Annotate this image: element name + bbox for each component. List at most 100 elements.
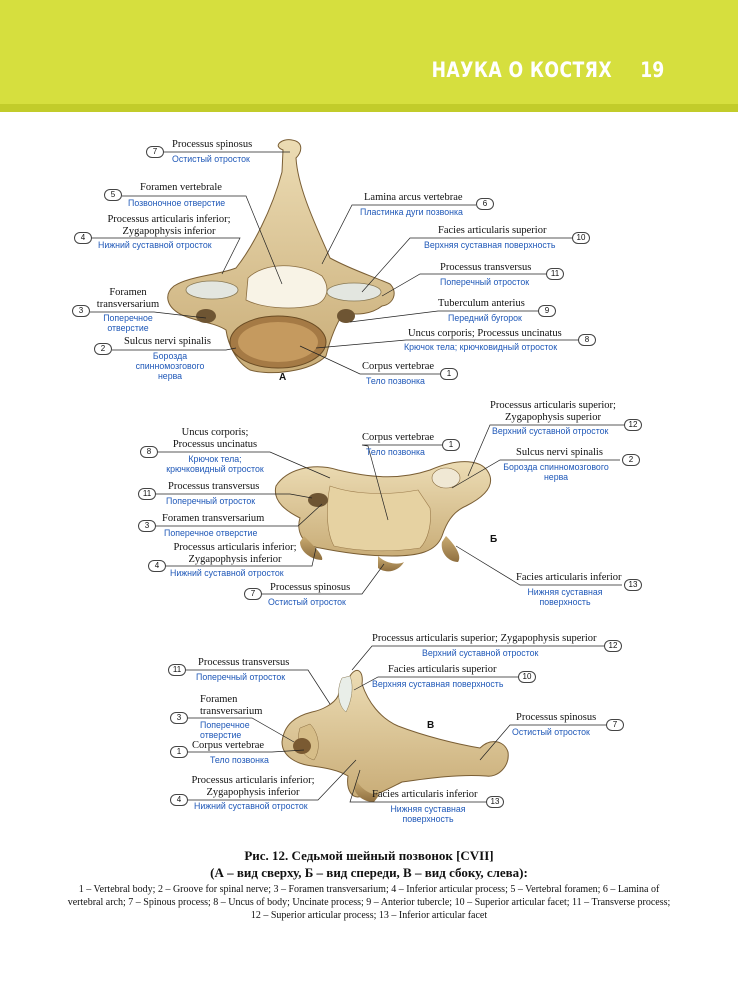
label-russian: Тело позвонка xyxy=(210,755,269,765)
label-russian: Верхний суставной отросток xyxy=(492,426,609,436)
label-number: 7 xyxy=(244,588,262,600)
label-russian: нерва xyxy=(543,472,569,482)
label-russian: Поперечное отверстие xyxy=(164,528,258,538)
label-latin: Processus transversus xyxy=(440,262,532,273)
label-latin: Tuberculum anterius xyxy=(438,298,525,309)
label-latin: Facies articularis inferior xyxy=(372,789,478,800)
label-latin: Processus uncinatus xyxy=(172,439,258,450)
label-russian: Позвоночное отверстие xyxy=(128,198,226,208)
label-latin: Processus spinosus xyxy=(516,712,597,723)
label-number: 13 xyxy=(624,579,642,591)
label-latin: Facies articularis superior xyxy=(438,225,547,236)
label-number: 4 xyxy=(170,794,188,806)
label-russian: Тело позвонка xyxy=(366,376,425,386)
label-latin: Processus transversus xyxy=(168,481,260,492)
label-russian: Остистый отросток xyxy=(512,727,590,737)
label-russian: отверстие xyxy=(107,323,149,333)
label-latin: Sulcus nervi spinalis xyxy=(516,447,603,458)
label-number: 1 xyxy=(440,368,458,380)
label-latin: Processus spinosus xyxy=(172,139,253,150)
label-latin: Corpus vertebrae xyxy=(192,740,265,751)
label-russian: Нижняя суставная xyxy=(527,587,603,597)
label-number: 10 xyxy=(572,232,590,244)
label-russian: Поперечное xyxy=(103,313,153,323)
label-russian: Передний бугорок xyxy=(448,313,522,323)
label-russian: Крючок тела; xyxy=(188,454,242,464)
label-number: 3 xyxy=(138,520,156,532)
label-russian: Остистый отросток xyxy=(268,597,346,607)
label-russian: отверстие xyxy=(200,730,242,740)
label-number: 9 xyxy=(538,305,556,317)
label-number: 12 xyxy=(624,419,642,431)
figure-subtitle: (А – вид сверху, Б – вид спереди, В – ви… xyxy=(210,865,528,880)
label-russian: Поперечный отросток xyxy=(166,496,256,506)
label-russian: Верхняя суставная поверхность xyxy=(424,240,556,250)
view-letter-b: Б xyxy=(490,534,498,545)
label-russian: нерва xyxy=(157,371,183,381)
label-number: 7 xyxy=(146,146,164,158)
label-latin: Processus articularis inferior; xyxy=(173,542,297,553)
label-latin: Processus articularis superior; xyxy=(490,400,616,411)
label-number: 12 xyxy=(604,640,622,652)
label-russian: Поперечный отросток xyxy=(440,277,530,287)
label-russian: Нижний суставной отросток xyxy=(170,568,284,578)
label-russian: Поперечный отросток xyxy=(196,672,286,682)
label-number: 8 xyxy=(578,334,596,346)
label-number: 1 xyxy=(442,439,460,451)
label-latin: Uncus corporis; xyxy=(181,427,249,438)
label-latin: Processus articularis inferior; xyxy=(107,214,231,225)
label-russian: Верхняя суставная поверхность xyxy=(372,679,504,689)
label-russian: Нижний суставной отросток xyxy=(194,801,308,811)
label-number: 5 xyxy=(104,189,122,201)
label-latin: Zygapophysis inferior xyxy=(206,787,300,798)
figure-title: Рис. 12. Седьмой шейный позвонок [CVII] xyxy=(244,848,494,863)
label-latin: Foramen transversarium xyxy=(162,513,265,524)
header-band xyxy=(0,0,738,112)
label-latin: Zygapophysis inferior xyxy=(122,226,216,237)
label-latin: Foramen xyxy=(200,694,238,705)
label-latin: transversarium xyxy=(96,299,160,310)
label-latin: Zygapophysis superior xyxy=(505,412,601,423)
header-strip xyxy=(0,104,738,112)
label-russian: Поперечное xyxy=(200,720,250,730)
label-latin: Processus transversus xyxy=(198,657,290,668)
label-number: 2 xyxy=(94,343,112,355)
vertebra-view-b xyxy=(150,424,624,595)
label-russian: Борозда xyxy=(152,351,188,361)
label-number: 1 xyxy=(170,746,188,758)
label-number: 7 xyxy=(606,719,624,731)
figure-legend: 1 – Vertebral body; 2 – Groove for spina… xyxy=(67,884,671,921)
label-latin: Processus spinosus xyxy=(270,582,351,593)
label-russian: Нижняя суставная xyxy=(390,804,466,814)
label-latin: transversarium xyxy=(200,706,263,717)
label-latin: Uncus corporis; Processus uncinatus xyxy=(408,328,562,339)
label-number: 6 xyxy=(476,198,494,210)
label-number: 8 xyxy=(140,446,158,458)
label-number: 10 xyxy=(518,671,536,683)
label-russian: Борозда спинномозгового xyxy=(503,462,609,472)
label-russian: Тело позвонка xyxy=(366,447,425,457)
label-number: 11 xyxy=(138,488,156,500)
label-russian: Крючок тела; крючковидный отросток xyxy=(404,342,558,352)
label-number: 13 xyxy=(486,796,504,808)
label-latin: Corpus vertebrae xyxy=(362,432,435,443)
label-latin: Facies articularis inferior xyxy=(516,572,622,583)
label-latin: Zygapophysis inferior xyxy=(188,554,282,565)
label-latin: Processus articularis superior; Zygapoph… xyxy=(372,633,597,644)
label-latin: Foramen vertebrale xyxy=(140,182,222,193)
label-latin: Processus articularis inferior; xyxy=(191,775,315,786)
label-latin: Sulcus nervi spinalis xyxy=(124,336,211,347)
label-russian: поверхность xyxy=(402,814,454,824)
label-number: 4 xyxy=(74,232,92,244)
view-letter-c: В xyxy=(427,720,435,731)
label-number: 2 xyxy=(622,454,640,466)
label-russian: Остистый отросток xyxy=(172,154,250,164)
label-number: 3 xyxy=(72,305,90,317)
page-number: 19 xyxy=(640,58,664,82)
label-number: 11 xyxy=(546,268,564,280)
vertebra-view-c xyxy=(170,645,606,803)
label-russian: крючковидный отросток xyxy=(166,464,264,474)
label-number: 4 xyxy=(148,560,166,572)
label-russian: Верхний суставной отросток xyxy=(422,648,539,658)
